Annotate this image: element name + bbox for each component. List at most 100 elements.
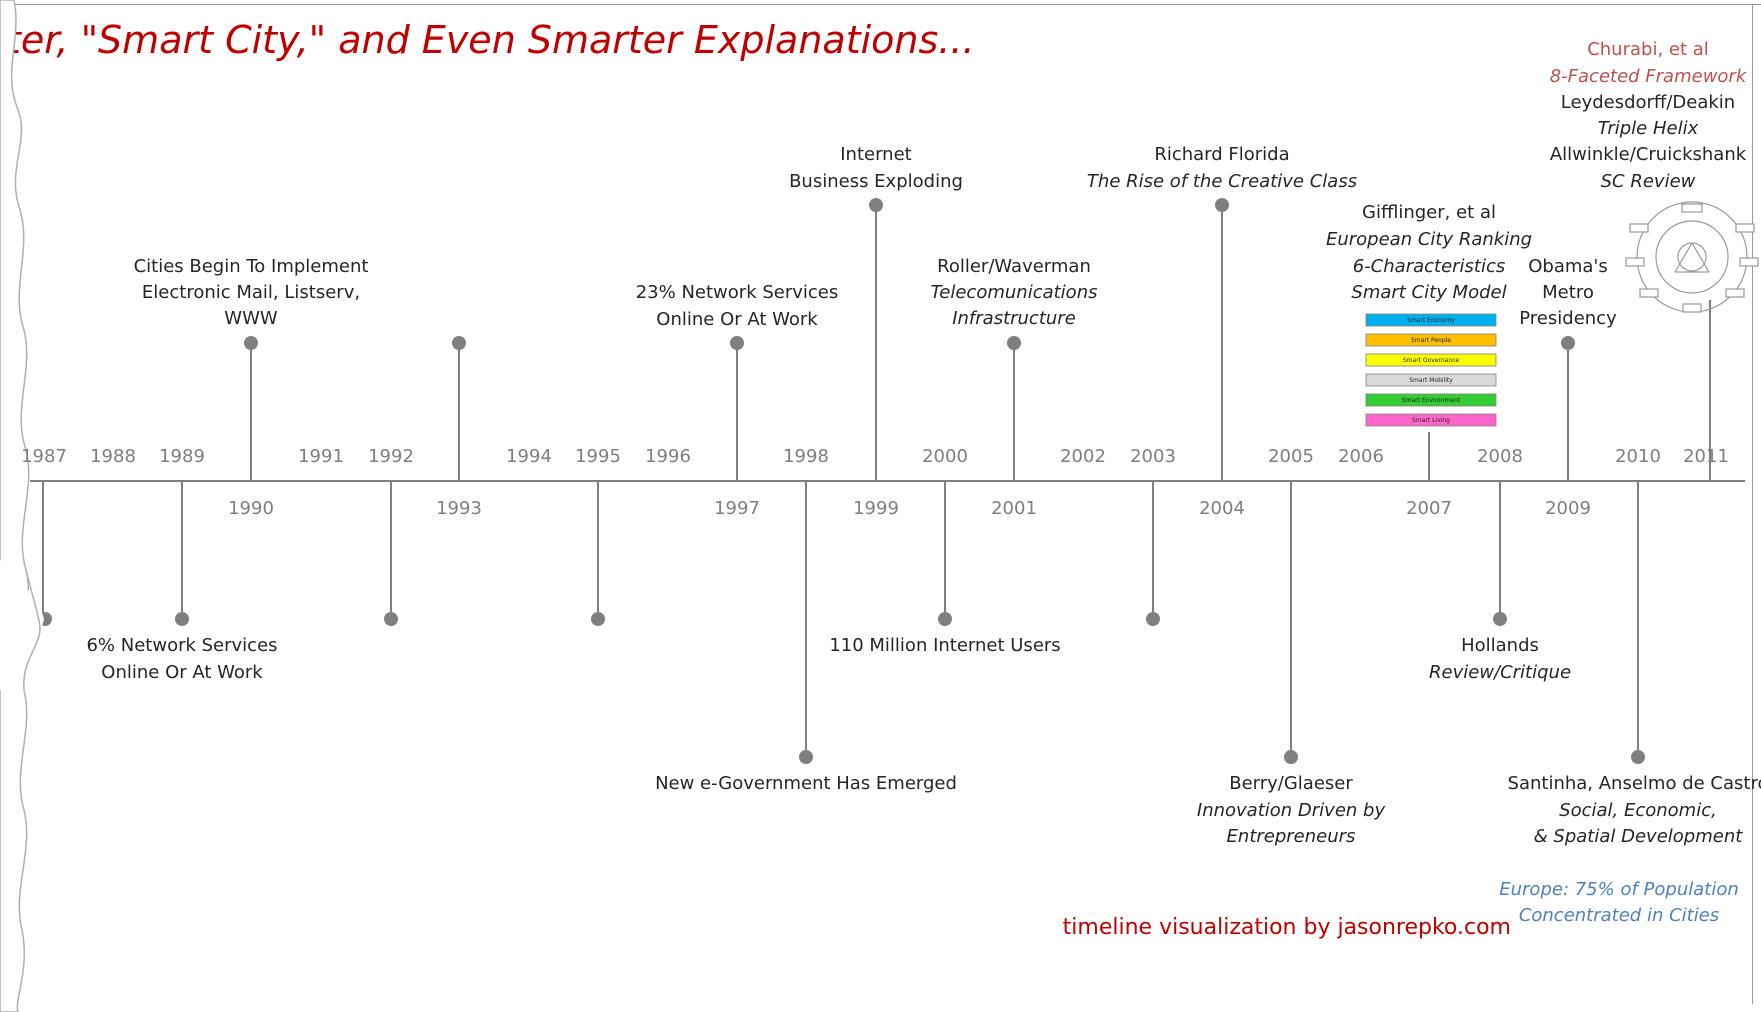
- event-2011-line2: 8-Faceted Framework: [1550, 66, 1748, 87]
- marker-2008: [1493, 612, 1507, 626]
- year-label-1990: 1990: [228, 498, 274, 519]
- year-label-1997: 1997: [714, 498, 760, 519]
- event-2011-line1: Churabi, et al: [1587, 39, 1709, 60]
- lower-event-labels: 6% Network Services Online Or At Work 11…: [86, 635, 1761, 926]
- event-1990-line3: WWW: [224, 308, 278, 329]
- event-2001-line1: Roller/Waverman: [937, 256, 1091, 277]
- event-2007-line3: 6-Characteristics: [1353, 256, 1506, 277]
- event-1990-line2: Electronic Mail, Listserv,: [142, 282, 360, 303]
- year-label-1987: 1987: [21, 446, 67, 467]
- event-2010-line2: Social, Economic,: [1559, 800, 1717, 821]
- upper-stems: [250, 205, 1711, 481]
- year-label-2003: 2003: [1130, 446, 1176, 467]
- event-2008-line2: Review/Critique: [1429, 662, 1571, 683]
- event-2010-line3: & Spatial Development: [1534, 826, 1744, 847]
- upper-year-labels: 1987 1988 1989 1991 1992 1994 1995 1996 …: [21, 446, 1729, 467]
- event-2007-line4: Smart City Model: [1351, 282, 1506, 303]
- upper-event-labels: Cities Begin To Implement Electronic Mai…: [134, 39, 1748, 330]
- box-smart-people: [1365, 333, 1497, 347]
- box-label-governance: Smart Governance: [1403, 357, 1460, 364]
- year-label-1995: 1995: [575, 446, 621, 467]
- box-label-mobility: Smart Mobility: [1409, 377, 1453, 384]
- event-1999-line1: Internet: [840, 144, 911, 165]
- event-1990-line1: Cities Begin To Implement: [134, 256, 369, 277]
- event-1997-line1: 23% Network Services: [636, 282, 839, 303]
- marker-1993: [452, 336, 466, 350]
- event-2001-line2: Telecomunications: [931, 282, 1098, 303]
- year-label-1999: 1999: [853, 498, 899, 519]
- event-2007-line1: Gifflinger, et al: [1362, 202, 1496, 223]
- year-label-1993: 1993: [436, 498, 482, 519]
- frame-right-border: [1752, 4, 1753, 1004]
- box-label-living: Smart Living: [1412, 417, 1450, 424]
- box-smart-governance: [1365, 353, 1497, 367]
- marker-1998: [799, 750, 813, 764]
- event-2001-line3: Infrastructure: [952, 308, 1076, 329]
- year-label-1998: 1998: [783, 446, 829, 467]
- event-2009-line2: Metro: [1542, 282, 1594, 303]
- marker-1992: [384, 612, 398, 626]
- box-smart-environment: [1365, 393, 1497, 407]
- box-smart-economy: [1365, 313, 1497, 327]
- event-2009-line3: Presidency: [1519, 308, 1617, 329]
- framework-diagram-picture: [1625, 201, 1759, 313]
- marker-2005: [1284, 750, 1298, 764]
- year-label-2010: 2010: [1615, 446, 1661, 467]
- box-label-environment: Smart Environment: [1402, 397, 1461, 404]
- event-2011-line3: Leydesdorff/Deakin: [1561, 92, 1735, 113]
- event-1989-line2: Online Or At Work: [101, 662, 263, 683]
- event-2007-line2: European City Ranking: [1326, 229, 1532, 250]
- box-label-people: Smart People: [1411, 337, 1451, 344]
- year-label-2001: 2001: [991, 498, 1037, 519]
- year-label-1994: 1994: [506, 446, 552, 467]
- upper-markers: [244, 198, 1575, 350]
- event-2011-line5: Allwinkle/Cruickshank: [1550, 144, 1747, 165]
- event-2009-line1: Obama's: [1528, 256, 1608, 277]
- year-label-2006: 2006: [1338, 446, 1384, 467]
- year-label-2004: 2004: [1199, 498, 1245, 519]
- event-1989-line1: 6% Network Services: [86, 635, 277, 656]
- lower-stems: [42, 481, 1639, 757]
- europe-note-line1: Europe: 75% of Population: [1499, 879, 1739, 900]
- marker-2000: [938, 612, 952, 626]
- frame-top-border: [0, 4, 1761, 5]
- page-title: ter, "Smart City," and Even Smarter Expl…: [6, 18, 975, 62]
- event-2008-line1: Hollands: [1461, 635, 1539, 656]
- year-label-2011: 2011: [1683, 446, 1729, 467]
- event-2011-line4: Triple Helix: [1598, 118, 1699, 139]
- credit-text: timeline visualization by jasonrepko.com: [1062, 915, 1511, 940]
- event-2010-line1: Santinha, Anselmo de Castro: [1508, 773, 1761, 794]
- box-smart-living: [1365, 413, 1497, 427]
- year-label-1988: 1988: [90, 446, 136, 467]
- event-2005-line3: Entrepreneurs: [1227, 826, 1356, 847]
- torn-edge-line: [23, 569, 41, 691]
- lower-year-labels: 1990 1993 1997 1999 2001 2004 2007 2009: [228, 498, 1591, 519]
- marker-2003: [1146, 612, 1160, 626]
- event-2005-line2: Innovation Driven by: [1197, 800, 1386, 821]
- marker-2004: [1215, 198, 1229, 212]
- event-1998-line1: New e-Government Has Emerged: [655, 773, 957, 794]
- event-1999-line2: Business Exploding: [789, 171, 963, 192]
- marker-1990: [244, 336, 258, 350]
- box-label-economy: Smart Economy: [1407, 317, 1455, 324]
- europe-note-line2: Concentrated in Cities: [1519, 905, 1719, 926]
- torn-edge-overlay: [0, 560, 44, 690]
- smart-city-model-boxes: Smart Economy Smart People Smart Governa…: [1365, 313, 1497, 427]
- year-label-1991: 1991: [298, 446, 344, 467]
- event-2005-line1: Berry/Glaeser: [1229, 773, 1353, 794]
- event-1997-line2: Online Or At Work: [656, 309, 818, 330]
- year-label-2002: 2002: [1060, 446, 1106, 467]
- event-2000-line1: 110 Million Internet Users: [829, 635, 1060, 656]
- year-label-1992: 1992: [368, 446, 414, 467]
- year-label-2005: 2005: [1268, 446, 1314, 467]
- event-2004-line2: The Rise of the Creative Class: [1087, 171, 1357, 192]
- event-2004-line1: Richard Florida: [1154, 144, 1289, 165]
- marker-2001: [1007, 336, 1021, 350]
- event-2011-line6: SC Review: [1601, 171, 1696, 192]
- year-label-2000: 2000: [922, 446, 968, 467]
- box-smart-mobility: [1365, 373, 1497, 387]
- marker-1997: [730, 336, 744, 350]
- year-label-2007: 2007: [1406, 498, 1452, 519]
- year-label-2008: 2008: [1477, 446, 1523, 467]
